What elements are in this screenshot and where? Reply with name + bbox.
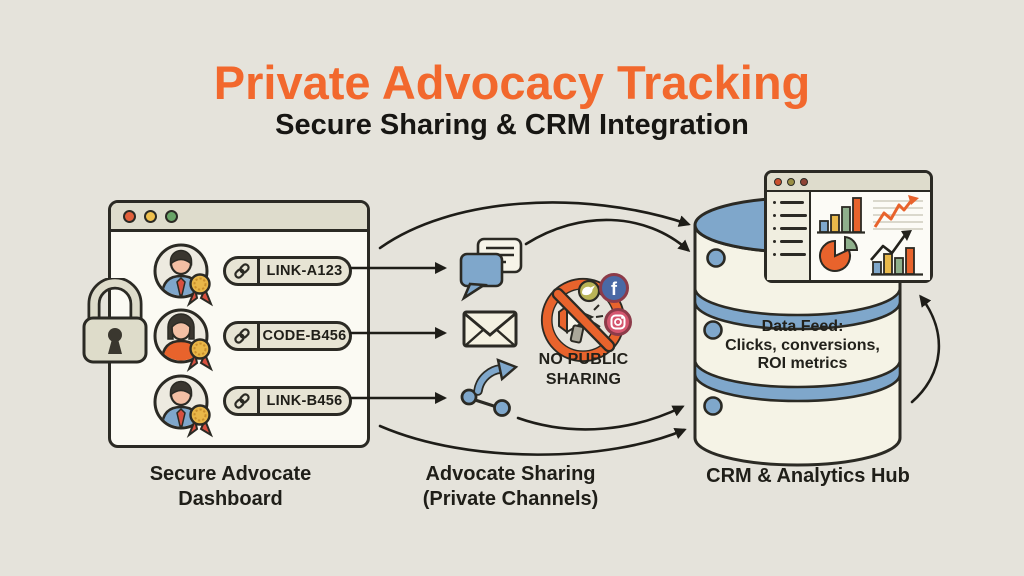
window-dot-yellow-icon	[144, 209, 157, 223]
arrow-share-to-crm	[516, 405, 685, 431]
bar-chart-icon	[817, 197, 865, 234]
arrow-crm-feedback-loop	[910, 294, 941, 404]
window-dot-green-icon	[165, 209, 178, 223]
advocate-code: CODE-B456	[262, 328, 347, 344]
advocate-code: LINK-B456	[266, 393, 343, 409]
advocate-code: LINK-A123	[266, 263, 343, 279]
window-dot-icon	[774, 177, 782, 186]
link-icon	[226, 389, 260, 413]
data-feed-label: Data Feed: Clicks, conversions, ROI metr…	[725, 318, 880, 372]
link-icon	[226, 259, 260, 283]
advocate-avatar	[153, 308, 214, 372]
page-title: Private Advocacy Tracking	[213, 56, 811, 109]
window-dot-icon	[800, 177, 808, 186]
secure-advocate-dashboard-window: LINK-A123 CODE-B456 LINK-B456	[108, 200, 370, 448]
advocate-link-pill: LINK-A123	[223, 256, 352, 286]
facebook-icon: f	[599, 273, 629, 303]
lock-icon	[82, 278, 148, 364]
instagram-icon	[604, 308, 632, 336]
analytics-charts	[817, 195, 923, 276]
arrow-dashboard-to-crm-top	[378, 201, 691, 250]
twitter-icon	[577, 279, 601, 303]
dashboard-caption: Secure Advocate Dashboard	[149, 463, 312, 510]
page-subtitle: Secure Sharing & CRM Integration	[275, 109, 749, 141]
advocate-avatar	[153, 243, 214, 307]
svg-text:f: f	[611, 279, 618, 299]
arrow-dashboard-to-crm-bottom	[378, 424, 687, 456]
chat-icon	[459, 237, 523, 302]
analytics-sidebar	[767, 192, 811, 280]
trend-chart-icon	[873, 195, 923, 230]
analytics-window	[764, 170, 933, 283]
mail-icon	[462, 310, 518, 348]
share-icon	[460, 358, 519, 417]
advocate-avatar	[153, 374, 214, 438]
window-dot-red-icon	[123, 209, 136, 223]
no-public-sharing-label: NO PUBLIC SHARING	[538, 351, 629, 388]
link-icon	[226, 324, 260, 348]
crm-caption: CRM & Analytics Hub	[706, 465, 910, 487]
analytics-titlebar	[767, 173, 930, 192]
bar-trend-chart-icon	[870, 230, 923, 276]
advocate-link-pill: LINK-B456	[223, 386, 352, 416]
dashboard-titlebar	[111, 203, 367, 232]
no-public-sharing-icon: f	[540, 273, 632, 363]
advocate-link-pill: CODE-B456	[223, 321, 352, 351]
pie-chart-icon	[819, 235, 859, 272]
award-ribbon-icon	[186, 273, 214, 307]
sharing-caption: Advocate Sharing (Private Channels)	[422, 463, 599, 510]
award-ribbon-icon	[186, 404, 214, 438]
award-ribbon-icon	[186, 338, 214, 372]
arrow-chat-to-crm	[524, 218, 691, 252]
window-dot-icon	[787, 177, 795, 186]
